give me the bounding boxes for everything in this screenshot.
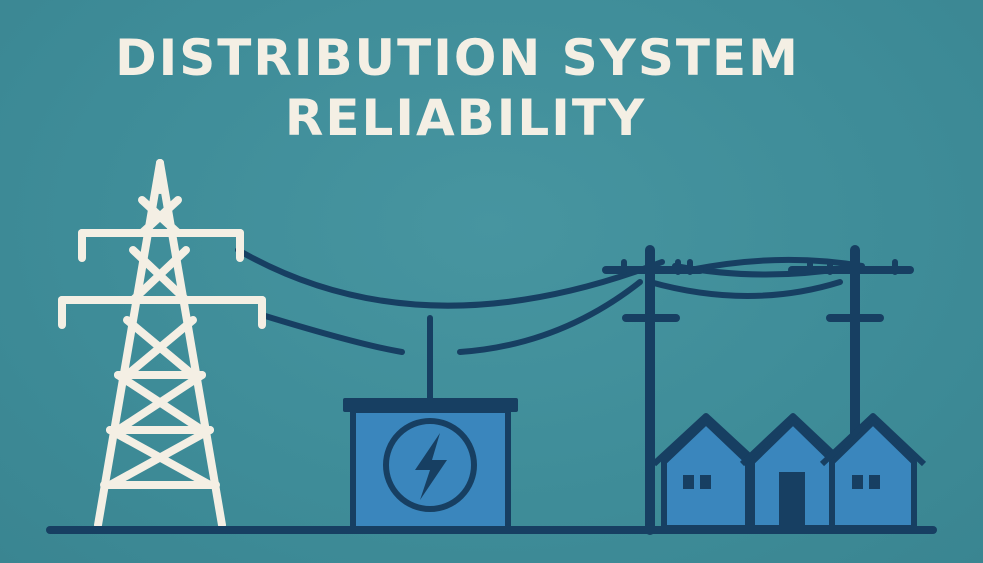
house-icon-3: [819, 413, 927, 531]
power-lines: [235, 247, 865, 401]
house-icon: [651, 413, 761, 531]
utility-pole-icon: [602, 245, 704, 535]
substation-icon: [343, 398, 518, 533]
power-line-mid-right: [457, 279, 643, 355]
page-title: DISTRIBUTION SYSTEM RELIABILITY: [0, 28, 983, 148]
house-icon-2: [739, 413, 847, 531]
title-line-2: RELIABILITY: [284, 89, 647, 147]
title-line-1: DISTRIBUTION SYSTEM: [115, 29, 800, 87]
transmission-tower-icon: [58, 159, 266, 529]
power-line-pole-span-2: [647, 279, 843, 299]
lightning-badge: [383, 418, 477, 512]
utility-pole-icon-2: [788, 245, 914, 440]
power-line-pole-span-3: [687, 256, 865, 273]
power-line-lower: [259, 312, 405, 355]
lightning-bolt-icon: [415, 433, 447, 500]
power-line-upper: [235, 247, 665, 309]
